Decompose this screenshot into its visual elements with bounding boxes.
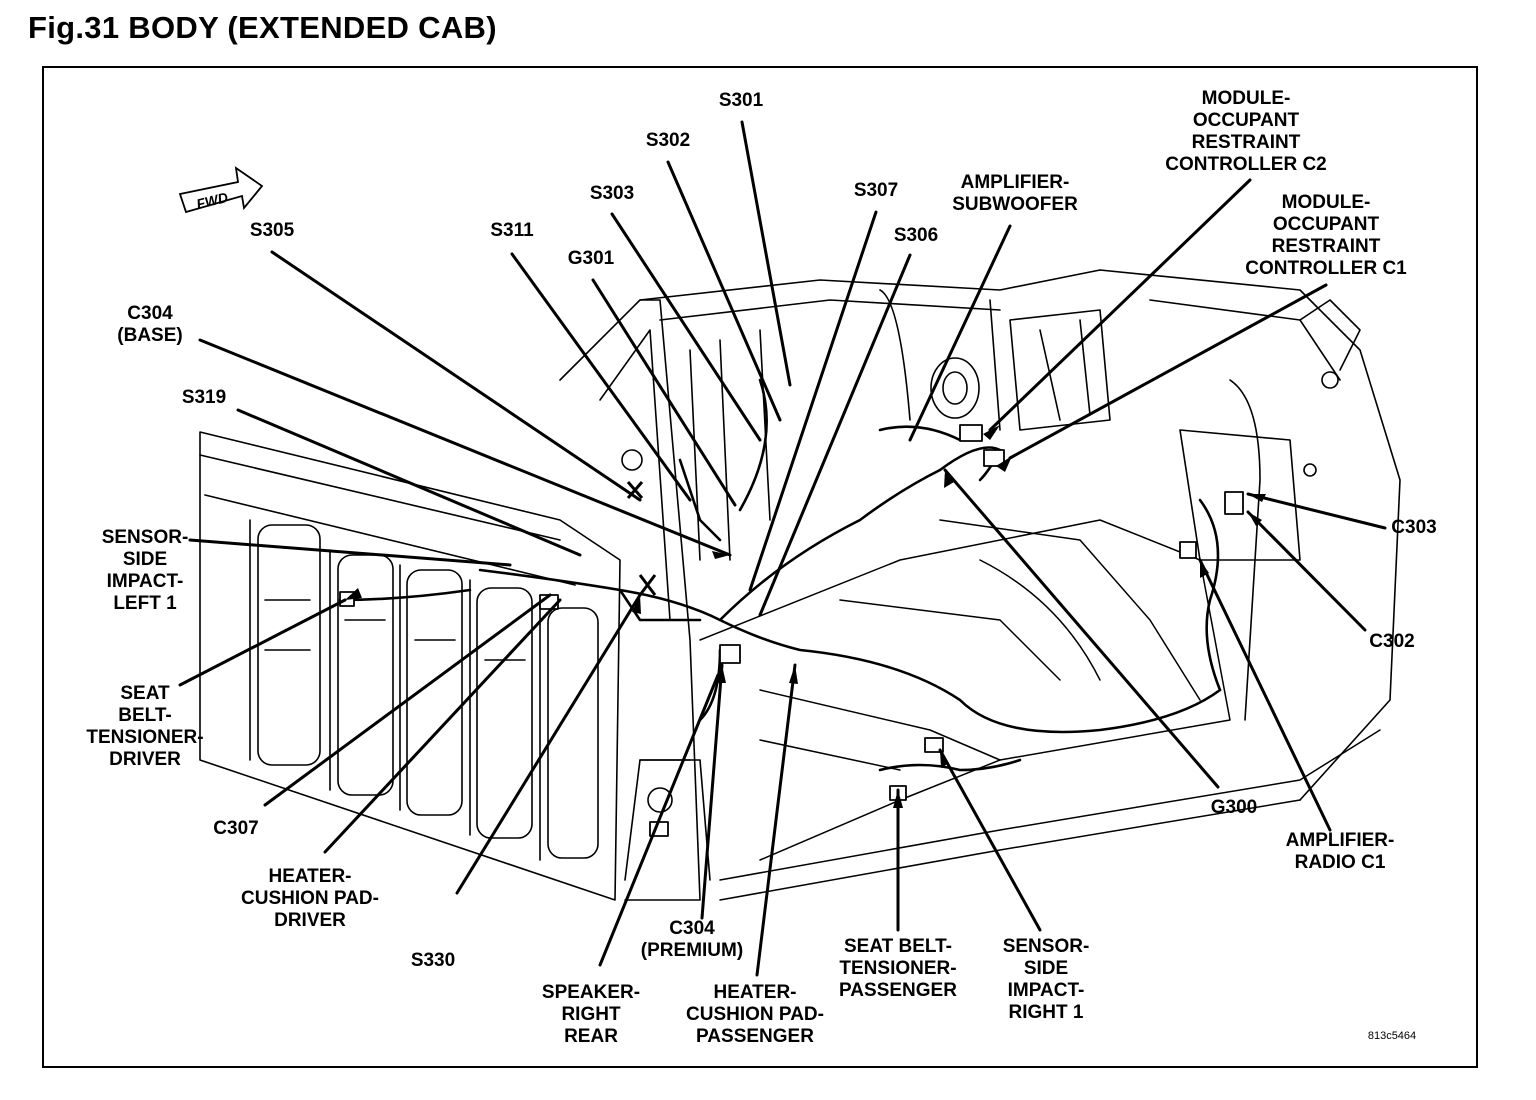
label-c304-premium: C304 (PREMIUM) [640, 918, 744, 961]
label-speaker-right-rear: SPEAKER- RIGHT REAR [541, 982, 641, 1047]
label-amplifier-subwoofer: AMPLIFIER- SUBWOOFER [952, 172, 1078, 215]
label-s307: S307 [853, 180, 899, 201]
label-seat-belt-tensioner-passenger: SEAT BELT- TENSIONER- PASSENGER [839, 936, 957, 1001]
leader-arrowheads [345, 425, 1266, 808]
floor-pan [699, 519, 1381, 901]
diagram-frame [42, 66, 1478, 1068]
wiring-harness [338, 378, 1222, 772]
splice-markers [626, 481, 657, 596]
label-c307: C307 [213, 818, 259, 839]
label-c304-base: C304 (BASE) [117, 303, 183, 346]
label-s330: S330 [410, 950, 456, 971]
rear-cab-wall [639, 269, 1111, 561]
fwd-arrow-icon [178, 166, 264, 214]
label-s305: S305 [249, 220, 295, 241]
label-s302: S302 [645, 130, 691, 151]
connectors [339, 424, 1244, 837]
label-s311: S311 [490, 220, 534, 241]
label-heater-cushion-pad-passenger: HEATER- CUSHION PAD- PASSENGER [686, 982, 824, 1047]
label-sensor-side-impact-right: SENSOR- SIDE IMPACT- RIGHT 1 [1002, 936, 1090, 1023]
label-orc-c1: MODULE- OCCUPANT RESTRAINT CONTROLLER C1 [1245, 192, 1407, 279]
label-s306: S306 [893, 225, 939, 246]
figure-code: 813c5464 [1367, 1030, 1417, 1042]
door-pillar [559, 299, 711, 901]
label-sensor-side-impact-left: SENSOR- SIDE IMPACT- LEFT 1 [101, 527, 189, 614]
label-g301: G301 [567, 248, 615, 269]
fwd-arrow-label: FWD [195, 189, 230, 212]
leader-lines [178, 120, 1387, 977]
label-s301: S301 [718, 90, 764, 111]
label-heater-cushion-pad-driver: HEATER- CUSHION PAD- DRIVER [241, 866, 379, 931]
left-body-panel [199, 431, 621, 901]
label-s303: S303 [589, 183, 635, 204]
label-g300: G300 [1210, 797, 1258, 818]
label-orc-c2: MODULE- OCCUPANT RESTRAINT CONTROLLER C2 [1165, 88, 1327, 175]
label-s319: S319 [181, 387, 227, 408]
right-body-panel [1099, 269, 1401, 801]
label-seat-belt-tensioner-driver: SEAT BELT- TENSIONER- DRIVER [86, 683, 204, 770]
figure-title: Fig.31 BODY (EXTENDED CAB) [28, 10, 497, 45]
label-c302: C302 [1369, 631, 1415, 652]
label-c303: C303 [1391, 517, 1437, 538]
label-amplifier-radio-c1: AMPLIFIER- RADIO C1 [1285, 830, 1395, 873]
